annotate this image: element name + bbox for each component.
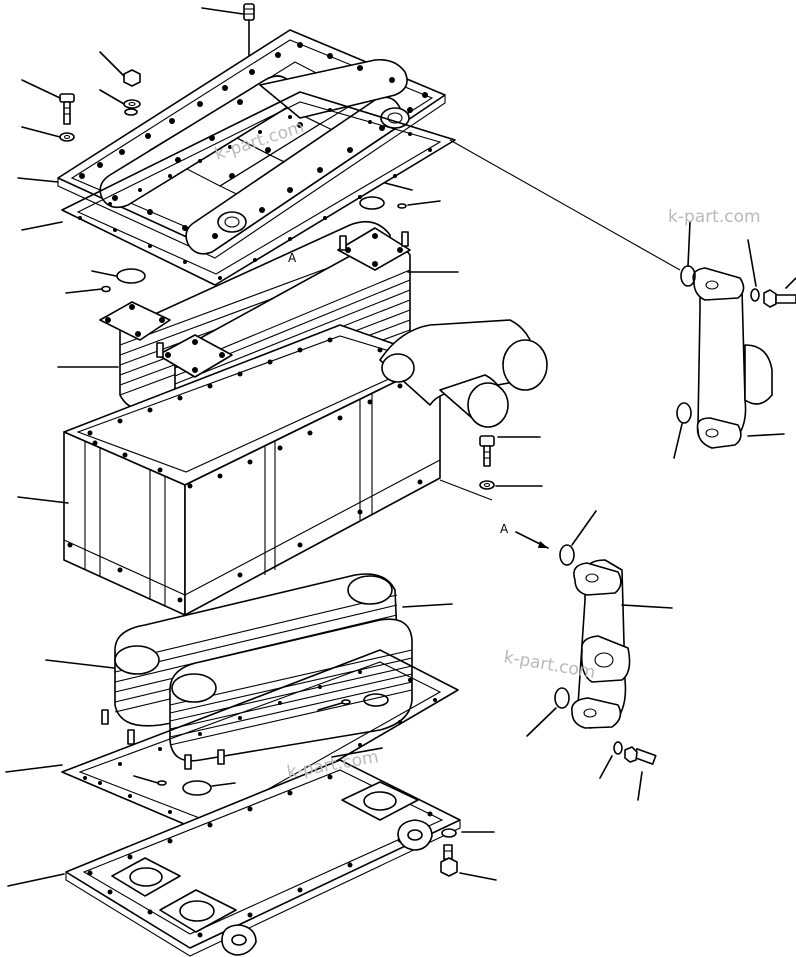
case-side-bolt — [479, 435, 495, 490]
lower-water-pipe — [554, 544, 657, 765]
base-bolt-washer-set — [440, 828, 458, 877]
base-plate — [65, 759, 461, 957]
cooler-case — [63, 319, 548, 616]
upper-o-rings — [101, 196, 407, 293]
reference-markers: A A — [288, 251, 549, 549]
watermark-2: k-part.com — [668, 207, 761, 227]
cover-nut-washer-set — [59, 69, 141, 142]
lower-cooler-elements — [101, 573, 413, 770]
marker-a-top: A — [288, 251, 297, 265]
lower-gasket — [61, 649, 459, 836]
connection-line-upper — [449, 139, 681, 271]
connection-line-a — [439, 479, 493, 501]
marker-a-side: A — [500, 522, 509, 536]
upper-water-pipe — [676, 265, 796, 449]
upper-gasket — [61, 91, 456, 286]
callout-leader-lines — [5, 7, 796, 887]
